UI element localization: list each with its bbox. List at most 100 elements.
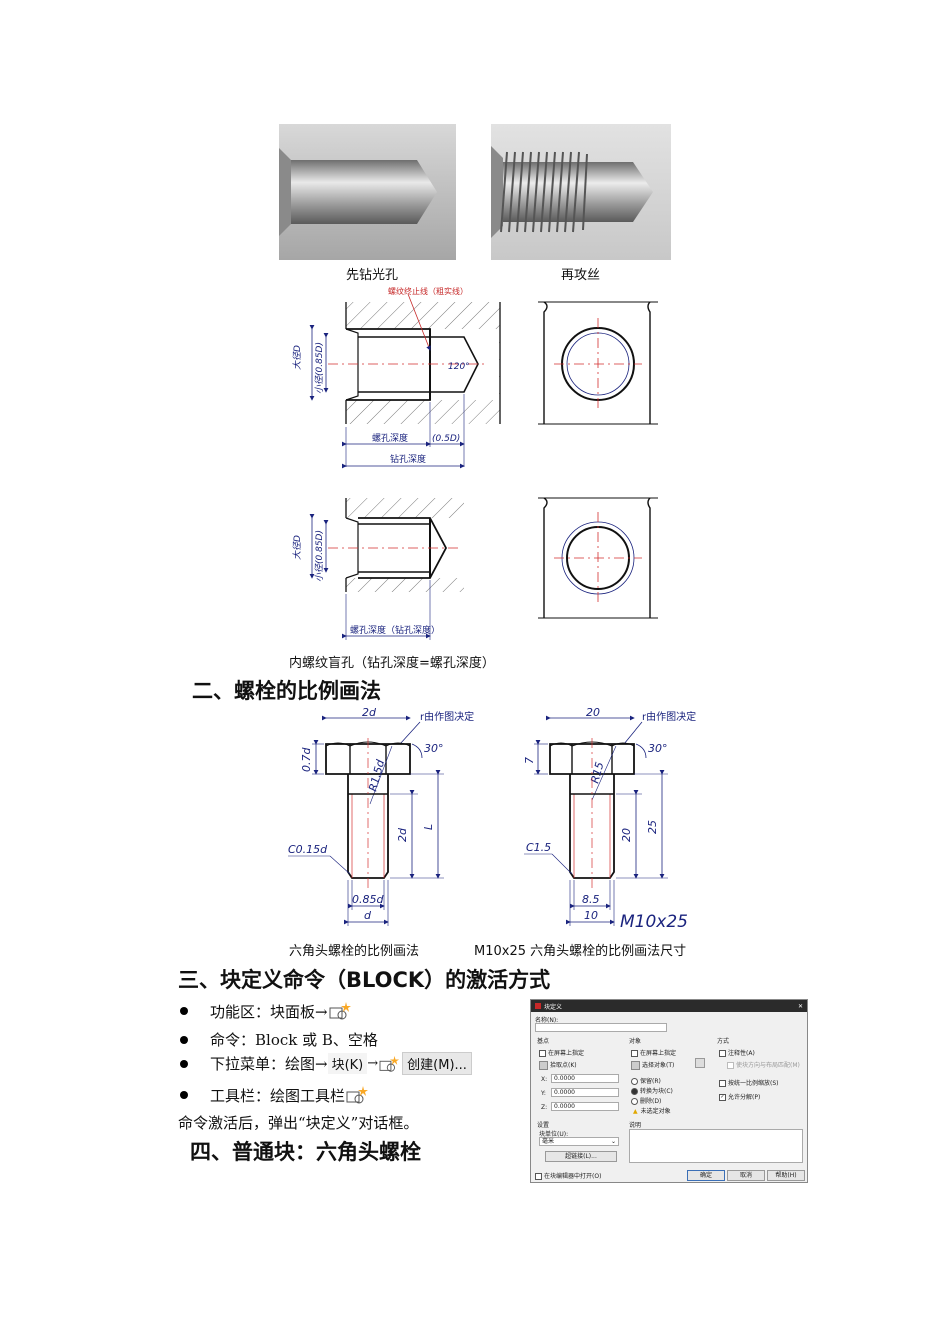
label-major-d-2: 大径D xyxy=(292,535,303,560)
y-field[interactable]: 0.0000 xyxy=(551,1088,619,1097)
create-block-icon xyxy=(329,1002,351,1020)
block-unit-label: 块单位(U): xyxy=(539,1131,569,1138)
bolt2-dim-85: 8.5 xyxy=(582,893,600,906)
bolt1-dim-2d: 2d xyxy=(362,706,377,719)
warning-icon: ▲ xyxy=(633,1108,638,1115)
blind-hole-drawing: 大径D 小径(0.85D) 螺孔深度（钻孔深度） xyxy=(292,497,658,640)
label-thread-depth: 螺孔深度 xyxy=(372,432,408,444)
description-field[interactable] xyxy=(629,1129,803,1163)
select-objects-icon xyxy=(631,1061,640,1070)
name-input[interactable] xyxy=(535,1023,667,1032)
scale-uniform-checkbox[interactable]: 按统一比例缩放(S) xyxy=(719,1078,779,1087)
bolt1-r-note: r由作图决定 xyxy=(420,710,474,723)
bolt-proportional-drawing: 2d r由作图决定 0.7d R1.5d 30° 2d L C0.15d 0.8… xyxy=(288,706,474,926)
label-minor-d-2: 小径(0.85D) xyxy=(314,530,325,582)
create-block-icon xyxy=(346,1086,369,1104)
chevron-down-icon: ⌄ xyxy=(610,1138,616,1145)
bolt2-dim-r15: R15 xyxy=(588,761,606,785)
list-item: 下拉菜单：绘图→ 块(K) → 创建(M)... xyxy=(180,1052,472,1075)
settings-group: 设置 xyxy=(537,1122,550,1129)
convert-radio[interactable]: 转换为块(C) xyxy=(631,1086,673,1095)
menu-create: 创建(M)... xyxy=(402,1052,472,1075)
bolt-m10x25-drawing: 20 r由作图决定 7 R15 30° 20 25 C1.5 8.5 10 M1… xyxy=(523,706,696,932)
section3-title: 三、块定义命令（BLOCK）的激活方式 xyxy=(178,968,551,992)
bullet-dot xyxy=(180,1091,188,1099)
item-menu-label: 下拉菜单：绘图→ xyxy=(210,1055,328,1073)
item-command-label: 命令：Block 或 B、空格 xyxy=(210,1031,378,1049)
threaded-hole-drawing: 大径D 小径(0.85D) 120° 螺纹终止线（粗实线） 螺孔深度 (0.5D… xyxy=(292,286,658,469)
label-angle-120: 120° xyxy=(448,362,470,372)
bolt2-r-note: r由作图决定 xyxy=(642,710,696,723)
menu-block: 块(K) xyxy=(327,1053,368,1074)
bolt1-dim-r15d: R1.5d xyxy=(366,757,387,792)
caption-tap-thread: 再攻丝 xyxy=(561,268,601,283)
z-field[interactable]: 0.0000 xyxy=(551,1102,619,1111)
bolt1-dim-2d-vert: 2d xyxy=(396,827,409,842)
blind-hole-caption: 内螺纹盲孔（钻孔深度=螺孔深度） xyxy=(289,656,495,671)
app-icon xyxy=(535,1003,541,1009)
behavior-group: 方式 xyxy=(717,1038,730,1045)
none-selected-note: ▲未选定对象 xyxy=(633,1108,671,1115)
close-icon[interactable]: ✕ xyxy=(797,1002,803,1010)
item-toolbar-label: 工具栏：绘图工具栏 xyxy=(210,1086,346,1105)
retain-radio[interactable]: 保留(R) xyxy=(631,1076,661,1085)
bolt2-dim-7: 7 xyxy=(523,757,536,764)
allow-explode-checkbox[interactable]: ✓允许分解(P) xyxy=(719,1094,761,1101)
bolt2-spec: M10x25 xyxy=(620,912,688,932)
open-in-editor-checkbox[interactable]: 在块编辑器中打开(O) xyxy=(535,1171,601,1180)
item-ribbon-label: 功能区：块面板→ xyxy=(210,1002,328,1021)
delete-radio[interactable]: 删除(D) xyxy=(631,1096,661,1105)
base-specify-checkbox[interactable]: 在屏幕上指定 xyxy=(539,1048,584,1057)
bolt2-dim-25: 25 xyxy=(646,820,659,834)
pick-point-icon xyxy=(539,1061,548,1070)
description-label: 说明 xyxy=(629,1122,642,1129)
cancel-button[interactable]: 取消 xyxy=(727,1170,765,1181)
bolt1-caption: 六角头螺栓的比例画法 xyxy=(289,944,420,959)
bolt1-dim-d: d xyxy=(364,909,372,922)
annotative-checkbox[interactable]: 注释性(A) xyxy=(719,1048,755,1057)
bolt2-chamfer: C1.5 xyxy=(526,841,551,854)
caption-drill-first: 先钻光孔 xyxy=(346,268,399,283)
label-depth: 螺孔深度（钻孔深度） xyxy=(350,624,440,636)
drilled-hole-photo xyxy=(279,124,456,260)
y-label: Y: xyxy=(541,1090,546,1097)
match-orient-checkbox[interactable]: 使块方向与布局匹配(M) xyxy=(727,1060,800,1069)
section4-title: 四、普通块：六角头螺栓 xyxy=(190,1140,421,1164)
bullet-dot xyxy=(180,1059,188,1068)
section2-title: 二、螺栓的比例画法 xyxy=(192,679,381,703)
name-label: 名称(N): xyxy=(535,1017,559,1024)
bullet-dot xyxy=(180,1007,188,1015)
dialog-titlebar: 块定义 ✕ xyxy=(531,1000,807,1012)
create-block-icon xyxy=(379,1055,400,1072)
bolt2-dim-10: 10 xyxy=(584,909,598,922)
quick-select-icon[interactable] xyxy=(695,1058,705,1068)
block-unit-select[interactable]: 毫米⌄ xyxy=(539,1137,619,1146)
pick-point-button[interactable]: 拾取点(K) xyxy=(539,1060,577,1070)
label-minor-d: 小径(0.85D) xyxy=(314,342,325,394)
menu-arrow: → xyxy=(367,1056,379,1071)
select-objects-button[interactable]: 选择对象(T) xyxy=(631,1060,674,1070)
hyperlink-button[interactable]: 超链接(L)... xyxy=(545,1151,617,1162)
base-point-group: 基点 xyxy=(537,1038,550,1045)
bolt1-dim-085d: 0.85d xyxy=(352,893,384,906)
bolt2-angle: 30° xyxy=(648,742,668,755)
bolt1-dim-L: L xyxy=(422,824,435,830)
bolt2-dim-20: 20 xyxy=(586,706,600,719)
list-item: 命令：Block 或 B、空格 xyxy=(180,1029,378,1050)
bullet-dot xyxy=(180,1035,188,1044)
label-major-d: 大径D xyxy=(292,345,303,370)
help-button[interactable]: 帮助(H) xyxy=(767,1170,805,1181)
objects-group: 对象 xyxy=(629,1038,642,1045)
bolt2-dim-20-vert: 20 xyxy=(620,828,633,842)
label-half-d: (0.5D) xyxy=(432,434,460,444)
list-item: 工具栏：绘图工具栏 xyxy=(180,1084,371,1106)
list-item: 功能区：块面板→ xyxy=(180,1000,354,1022)
label-drill-depth: 钻孔深度 xyxy=(390,453,426,465)
objects-specify-checkbox[interactable]: 在屏幕上指定 xyxy=(631,1048,676,1057)
bolt1-dim-07d: 0.7d xyxy=(300,747,313,772)
x-field[interactable]: 0.0000 xyxy=(551,1074,619,1083)
ok-button[interactable]: 确定 xyxy=(687,1170,725,1181)
tapped-hole-photo xyxy=(491,124,671,260)
z-label: Z: xyxy=(541,1104,548,1111)
bolt1-chamfer: C0.15d xyxy=(288,843,328,856)
